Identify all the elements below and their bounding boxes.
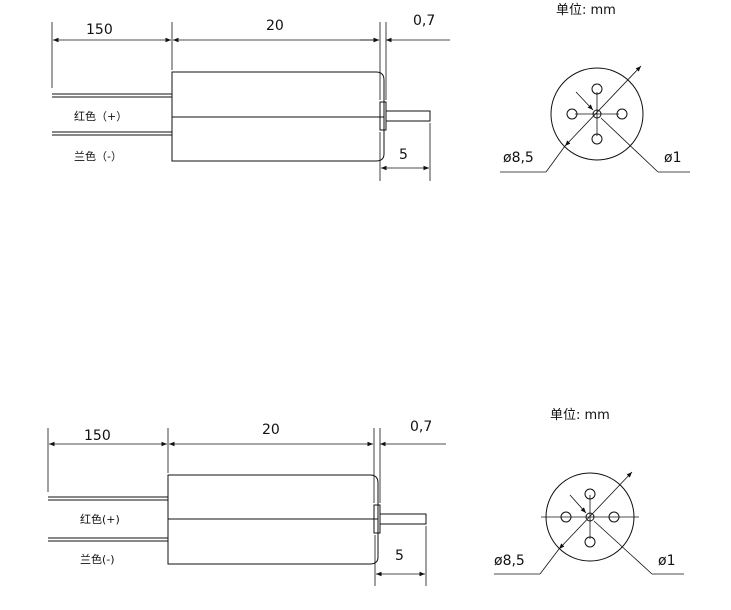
dim-lead-length: 150 [84,428,111,444]
top-drawing: 150 20 0,7 5 红色（+） 兰色（-） 单位: mm ø8, [51,3,690,181]
motor-body [171,71,385,162]
unit-label: 单位: mm [550,408,610,423]
bottom-side-view: 150 20 0,7 5 红色(+) 兰色(-) [47,419,446,586]
dim-shaft-length: 5 [399,147,408,163]
dia-body-label: ø8,5 [494,553,525,569]
dim-body-length: 20 [266,18,284,34]
dia-body-leader [564,65,642,147]
bottom-end-view: 单位: mm ø8,5 ø1 [494,408,684,575]
wire-label-negative: 兰色(-) [80,552,115,566]
dim-gap: 0,7 [410,419,432,435]
dia-shaft-label: ø1 [658,553,675,569]
shaft [385,110,431,122]
dim-gap: 0,7 [413,13,435,29]
top-end-view: 单位: mm ø8,5 ø1 [500,3,690,173]
dim-lead-length: 150 [86,22,113,38]
dia-shaft-leader-in [569,494,587,514]
dia-shaft-leader-in [575,91,594,111]
wire-label-negative: 兰色（-） [74,149,122,163]
dia-body-leader-ext [545,145,566,173]
wire-label-positive: 红色(+) [80,512,120,526]
dia-shaft-label: ø1 [664,150,681,166]
shaft [379,513,427,525]
motor-body [167,474,379,565]
top-side-view: 150 20 0,7 5 红色（+） 兰色（-） [51,13,450,181]
dia-body-leader [558,471,633,550]
dia-body-label: ø8,5 [503,150,534,166]
dim-shaft-length: 5 [395,548,404,564]
bearing-boss [379,101,387,131]
dim-body-length: 20 [262,422,280,438]
unit-label: 单位: mm [556,3,616,18]
bottom-drawing: 150 20 0,7 5 红色(+) 兰色(-) 单位: mm ø8,5 ø1 [47,408,684,586]
wire-label-positive: 红色（+） [74,109,127,123]
dia-body-leader-ext [539,548,560,575]
dia-shaft-leader [593,520,653,575]
dia-shaft-leader [600,117,659,173]
